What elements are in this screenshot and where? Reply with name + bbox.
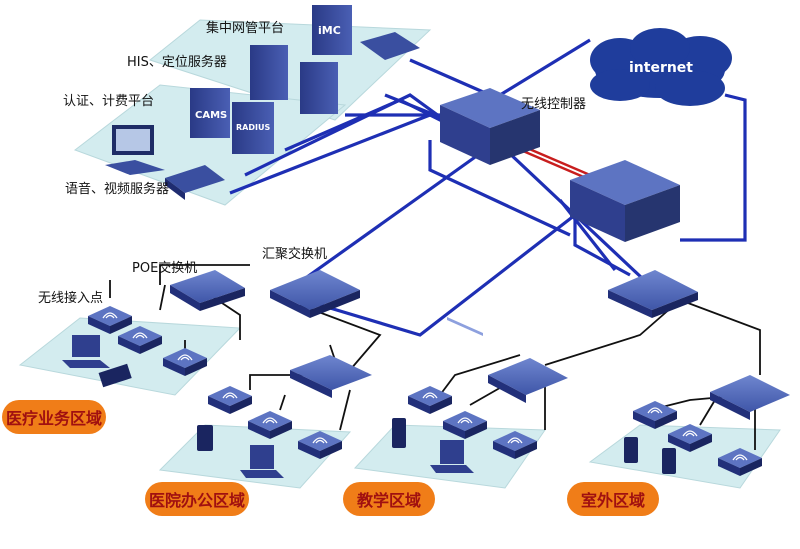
access-point <box>718 448 762 476</box>
handheld-terminal <box>392 418 406 448</box>
label-aggregation-switch: 汇聚交换机 <box>262 247 328 262</box>
access-point <box>298 431 342 459</box>
access-switch-outdoor <box>710 375 790 420</box>
wireless-controller-1 <box>440 88 540 337</box>
label-voice-video: 语音、视频服务器 <box>65 182 170 197</box>
label-internet: internet <box>628 60 693 76</box>
tablets <box>197 425 676 474</box>
access-point <box>208 386 252 414</box>
his-server <box>250 45 338 114</box>
label-wireless-ap: 无线接入点 <box>38 291 104 306</box>
zone-office: 医院办公区域 <box>145 482 249 516</box>
access-point <box>443 411 487 439</box>
access-point <box>668 424 712 452</box>
camera <box>98 363 132 388</box>
poe-switch <box>170 270 245 311</box>
management-console <box>360 32 420 60</box>
radius-text: RADIUS <box>236 123 270 132</box>
access-point <box>118 326 162 354</box>
label-poe-switch: POE交换机 <box>132 261 198 276</box>
internet-cloud <box>590 28 732 106</box>
access-switch-teaching <box>488 358 568 403</box>
access-switch-office <box>290 355 372 398</box>
access-points <box>88 306 762 476</box>
zone-teaching: 教学区域 <box>343 482 435 516</box>
label-auth-platform: 认证、计费平台 <box>63 94 155 109</box>
access-point <box>493 431 537 459</box>
imc-text: iMC <box>318 24 341 37</box>
access-point <box>163 348 207 376</box>
label-his-server: HIS、定位服务器 <box>127 55 227 70</box>
aggregation-switch-right <box>608 270 698 318</box>
wireless-controller-2 <box>570 160 680 242</box>
access-point <box>88 306 132 334</box>
access-point <box>408 386 452 414</box>
aggregation-switch-left <box>270 270 360 318</box>
label-mgmt-platform: 集中网管平台 <box>206 21 285 36</box>
access-point <box>633 401 677 429</box>
laptops <box>62 335 474 478</box>
zone-medical: 医疗业务区域 <box>2 400 106 434</box>
cams-server: CAMS <box>190 88 230 138</box>
video-workstation <box>105 125 165 175</box>
radius-server: RADIUS <box>232 102 274 154</box>
access-point <box>248 411 292 439</box>
imc-server: iMC <box>312 5 352 55</box>
zone-outdoor: 室外区域 <box>567 482 659 516</box>
cams-text: CAMS <box>195 110 227 121</box>
voice-gateway <box>165 165 225 200</box>
label-wireless-controller: 无线控制器 <box>521 97 587 112</box>
